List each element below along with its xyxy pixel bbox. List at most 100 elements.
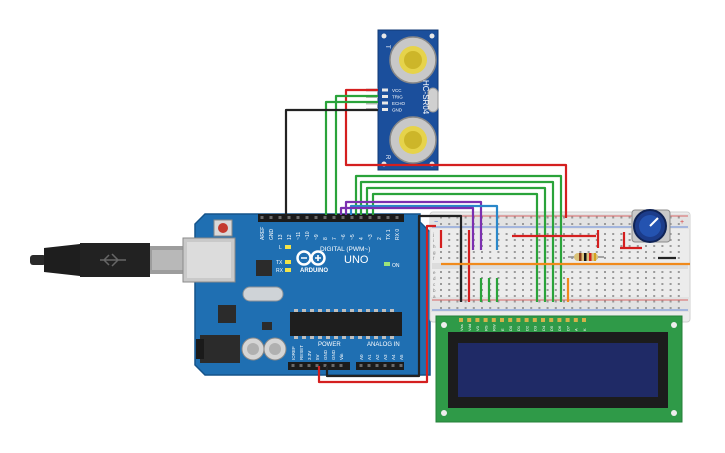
breadboard-hole[interactable] [595, 251, 598, 253]
rail-hole[interactable] [620, 223, 623, 225]
breadboard-hole[interactable] [505, 277, 508, 279]
breadboard-hole[interactable] [448, 233, 451, 235]
breadboard-hole[interactable] [571, 245, 574, 247]
breadboard-hole[interactable] [513, 233, 516, 235]
breadboard-hole[interactable] [587, 283, 590, 285]
breadboard-hole[interactable] [440, 283, 442, 285]
digital-pin-hole[interactable] [323, 216, 327, 219]
breadboard-hole[interactable] [505, 283, 508, 285]
breadboard-hole[interactable] [595, 239, 598, 241]
rail-hole[interactable] [563, 223, 565, 225]
breadboard-hole[interactable] [448, 289, 451, 291]
analog-pin-hole[interactable] [391, 364, 395, 367]
breadboard-hole[interactable] [563, 277, 565, 279]
rail-hole[interactable] [571, 223, 574, 225]
breadboard-hole[interactable] [489, 233, 492, 235]
rail-hole[interactable] [440, 223, 442, 225]
analog-pin-hole[interactable] [383, 364, 387, 367]
breadboard-hole[interactable] [661, 289, 664, 291]
breadboard-hole[interactable] [579, 295, 582, 297]
breadboard-hole[interactable] [563, 283, 565, 285]
breadboard-hole[interactable] [530, 245, 533, 247]
rail-hole[interactable] [595, 216, 598, 219]
breadboard-hole[interactable] [513, 239, 516, 241]
digital-pin-hole[interactable] [341, 216, 345, 219]
breadboard-hole[interactable] [563, 233, 565, 235]
breadboard-hole[interactable] [456, 239, 459, 241]
breadboard-hole[interactable] [587, 277, 590, 279]
breadboard-hole[interactable] [456, 257, 459, 259]
breadboard-hole[interactable] [636, 289, 639, 291]
lcd-pin-pad[interactable] [500, 318, 504, 322]
breadboard-hole[interactable] [636, 245, 639, 247]
breadboard-hole[interactable] [645, 251, 647, 253]
rail-hole[interactable] [595, 223, 598, 225]
breadboard-hole[interactable] [595, 295, 598, 297]
breadboard-hole[interactable] [489, 257, 492, 259]
breadboard-hole[interactable] [661, 277, 664, 279]
breadboard-hole[interactable] [628, 289, 631, 291]
breadboard-hole[interactable] [440, 257, 442, 259]
breadboard-hole[interactable] [456, 233, 459, 235]
breadboard-hole[interactable] [497, 289, 500, 291]
rail-hole[interactable] [456, 307, 459, 309]
rail-hole[interactable] [513, 307, 516, 309]
breadboard-hole[interactable] [530, 289, 533, 291]
rail-hole[interactable] [579, 216, 582, 219]
breadboard-hole[interactable] [604, 289, 606, 291]
breadboard-hole[interactable] [530, 271, 533, 273]
rail-hole[interactable] [628, 223, 631, 225]
breadboard-hole[interactable] [563, 257, 565, 259]
lcd-pin-pad[interactable] [582, 318, 586, 322]
breadboard-hole[interactable] [653, 289, 656, 291]
analog-pin-header[interactable] [356, 362, 404, 370]
rail-hole[interactable] [554, 300, 557, 303]
breadboard-hole[interactable] [604, 251, 606, 253]
breadboard-hole[interactable] [612, 283, 615, 285]
breadboard-hole[interactable] [538, 283, 541, 285]
breadboard-hole[interactable] [538, 251, 541, 253]
rail-hole[interactable] [604, 307, 606, 309]
rail-hole[interactable] [628, 307, 631, 309]
power-pin-hole[interactable] [315, 364, 319, 367]
rail-hole[interactable] [661, 307, 664, 309]
breadboard-hole[interactable] [530, 295, 533, 297]
rail-hole[interactable] [587, 223, 590, 225]
lcd-pin-pad[interactable] [516, 318, 521, 322]
rail-hole[interactable] [440, 300, 442, 303]
breadboard-hole[interactable] [554, 233, 557, 235]
rail-hole[interactable] [669, 300, 672, 303]
breadboard-hole[interactable] [546, 283, 549, 285]
breadboard-hole[interactable] [440, 271, 442, 273]
breadboard-hole[interactable] [554, 283, 557, 285]
power-jack[interactable] [200, 335, 240, 363]
rail-hole[interactable] [677, 300, 680, 303]
rail-hole[interactable] [513, 216, 516, 219]
breadboard-hole[interactable] [579, 239, 582, 241]
breadboard-hole[interactable] [612, 271, 615, 273]
digital-pin-header[interactable] [258, 214, 404, 222]
breadboard-hole[interactable] [677, 271, 680, 273]
rail-hole[interactable] [456, 300, 459, 303]
rail-hole[interactable] [489, 223, 492, 225]
breadboard-hole[interactable] [554, 239, 557, 241]
rail-hole[interactable] [448, 307, 451, 309]
rail-hole[interactable] [522, 216, 524, 219]
rail-hole[interactable] [489, 300, 492, 303]
rail-hole[interactable] [604, 216, 606, 219]
breadboard-hole[interactable] [628, 233, 631, 235]
breadboard-hole[interactable] [456, 245, 459, 247]
breadboard-hole[interactable] [669, 251, 672, 253]
rail-hole[interactable] [464, 307, 467, 309]
rail-hole[interactable] [587, 307, 590, 309]
breadboard-hole[interactable] [530, 233, 533, 235]
power-pin-hole[interactable] [339, 364, 343, 367]
potentiometer[interactable] [631, 209, 671, 243]
rail-hole[interactable] [579, 307, 582, 309]
breadboard-hole[interactable] [554, 277, 557, 279]
breadboard-hole[interactable] [464, 295, 467, 297]
breadboard-hole[interactable] [612, 289, 615, 291]
breadboard-hole[interactable] [677, 295, 680, 297]
breadboard-hole[interactable] [448, 257, 451, 259]
rail-hole[interactable] [595, 300, 598, 303]
